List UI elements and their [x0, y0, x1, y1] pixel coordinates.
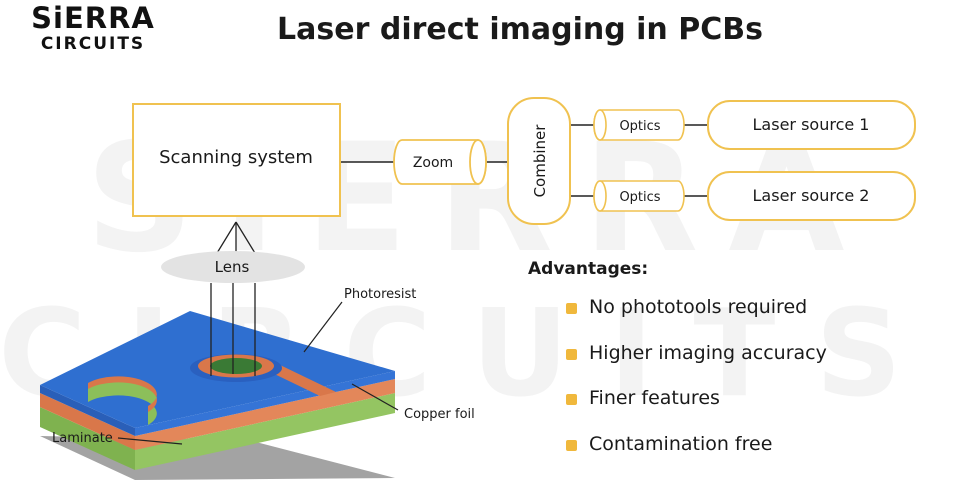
- scanning-system-box: [132, 103, 341, 217]
- advantages-list: No phototools required Higher imaging ac…: [566, 296, 827, 478]
- advantage-item: No phototools required: [566, 296, 827, 342]
- advantage-text: No phototools required: [589, 296, 808, 318]
- zoom-cylinder: [393, 139, 487, 185]
- notch-laminate: [88, 380, 157, 425]
- photoresist-leader: [303, 301, 343, 353]
- copper-front-left: [40, 393, 135, 450]
- optics-2-label: Optics: [619, 190, 660, 205]
- advantage-text: Higher imaging accuracy: [589, 341, 827, 364]
- advantage-text: Contamination free: [589, 432, 773, 455]
- lens-ellipse: [161, 251, 305, 283]
- laser-source-1-box: [707, 100, 916, 150]
- copper-front-right: [135, 379, 395, 450]
- page-title: Laser direct imaging in PCBs: [277, 12, 763, 47]
- bullet-icon: [566, 394, 577, 405]
- bullet-icon: [566, 303, 577, 314]
- connector-lines: [340, 124, 708, 197]
- leader-lines: [117, 301, 399, 445]
- advantages-title: Advantages:: [528, 259, 649, 279]
- laminate-front-right: [135, 393, 395, 470]
- sierra-circuits-logo: SiERRA CIRCUITS: [8, 2, 178, 54]
- optics-1-label: Optics: [619, 119, 660, 134]
- copper-trace: [262, 364, 336, 396]
- combiner-box: [507, 97, 571, 225]
- combiner-label: Combiner: [531, 124, 549, 198]
- lens-label: Lens: [215, 258, 250, 276]
- laminate-leader: [117, 437, 183, 445]
- optics-2-cylinder: [593, 180, 685, 212]
- photoresist-front-left: [40, 385, 135, 436]
- laser-source-2-label: Laser source 2: [753, 186, 870, 205]
- lens-to-board-beams: [210, 283, 256, 376]
- bullet-icon: [566, 439, 577, 451]
- laminate-front-left: [40, 407, 135, 470]
- bullet-icon: [566, 348, 577, 360]
- notch-copper: [88, 376, 157, 412]
- scanning-system-label: Scanning system: [159, 147, 313, 168]
- laser-source-2-box: [707, 171, 916, 221]
- photoresist-front-right: [135, 371, 395, 436]
- advantage-text: Finer features: [589, 387, 720, 409]
- advantage-item: Contamination free: [566, 433, 827, 479]
- pad-exposed-area: [210, 358, 262, 374]
- logo-line-1: SiERRA: [31, 1, 155, 35]
- logo-line-2: CIRCUITS: [40, 34, 146, 54]
- advantage-item: Higher imaging accuracy: [566, 342, 827, 388]
- copper-foil-label: Copper foil: [404, 407, 475, 422]
- photoresist-label: Photoresist: [344, 287, 416, 302]
- zoom-label: Zoom: [413, 155, 453, 171]
- copper-foil-leader: [351, 383, 399, 411]
- laminate-label: Laminate: [52, 431, 113, 446]
- pcb-board: [40, 311, 395, 470]
- advantage-item: Finer features: [566, 387, 827, 433]
- laser-source-1-label: Laser source 1: [753, 115, 870, 134]
- optics-1-cylinder: [593, 109, 685, 141]
